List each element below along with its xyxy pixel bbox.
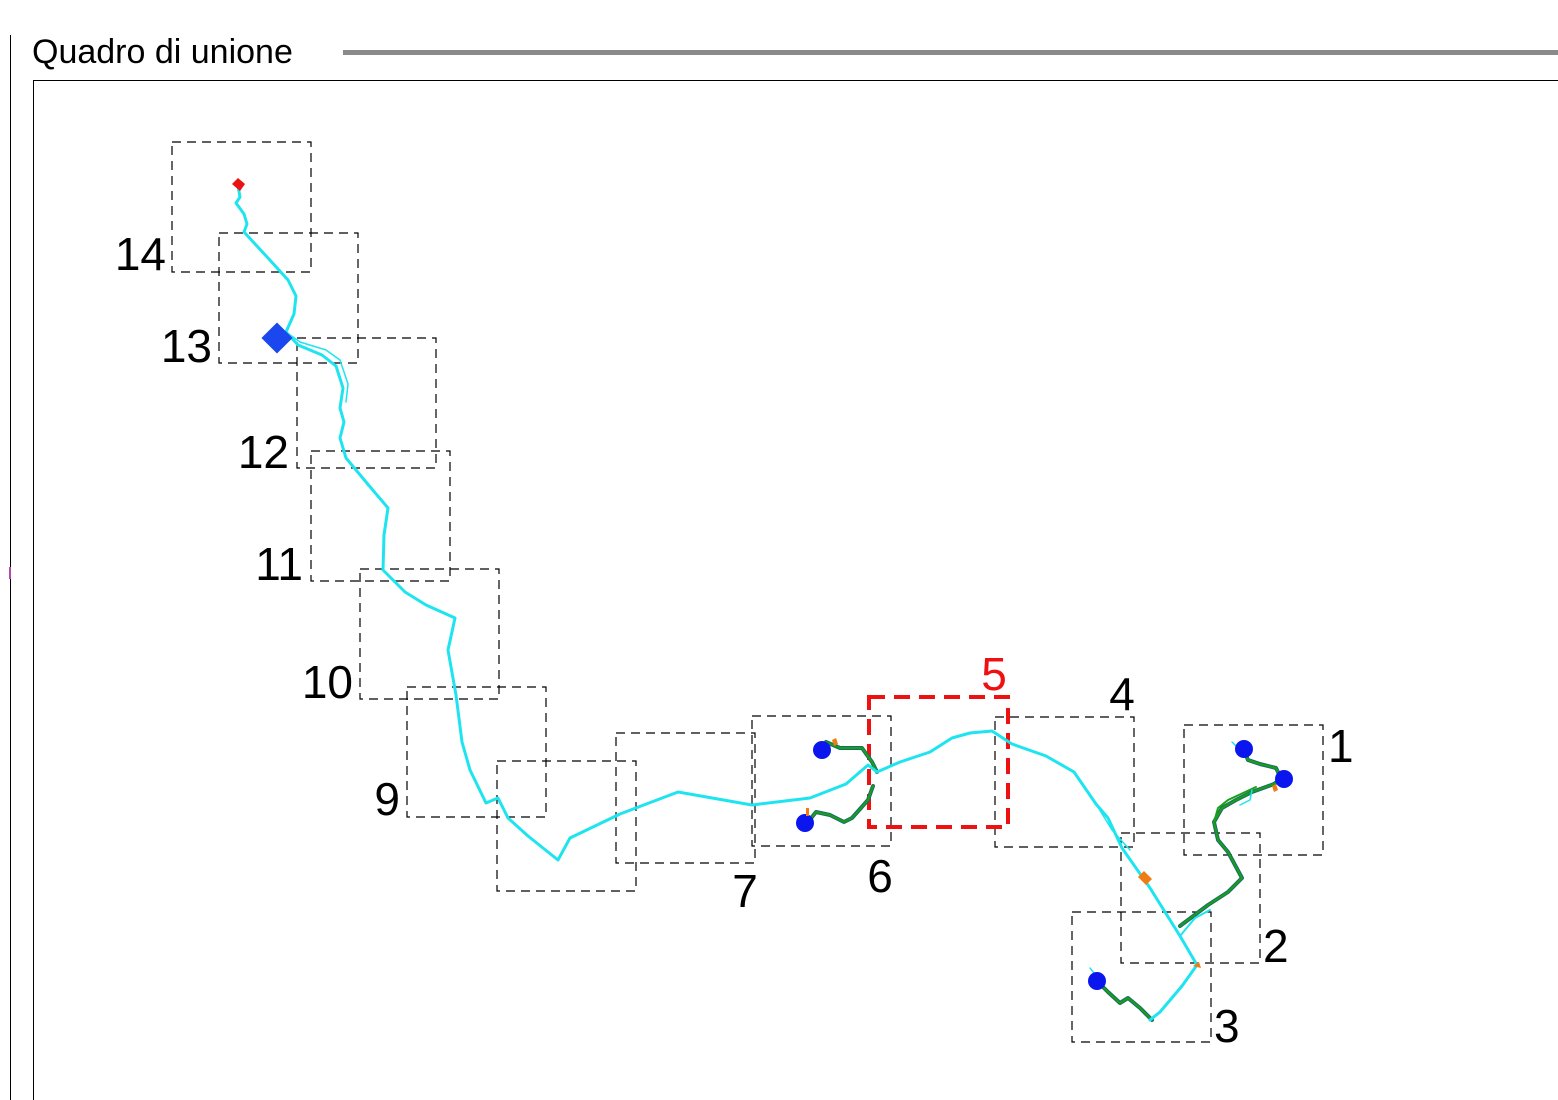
sheet-label-3: 3	[1214, 1000, 1240, 1052]
endpoint-dot-marker-1[interactable]	[1235, 740, 1253, 758]
feature-marker-sheet-1	[1272, 784, 1278, 792]
sheet-frame-7[interactable]	[615, 732, 756, 864]
sheet-frame-12[interactable]	[296, 337, 437, 469]
branch-line-sheet-1	[1213, 786, 1257, 823]
sheet-frame-6[interactable]	[751, 715, 892, 847]
sheet-label-11: 11	[255, 538, 303, 590]
left-border-mark	[9, 567, 11, 579]
sheet-frame-4[interactable]	[994, 716, 1135, 848]
feature-marker-sheet-7	[806, 808, 809, 816]
branch-line-sheet-7	[807, 785, 874, 823]
feature-marker-sheet-3	[1193, 962, 1201, 968]
sheet-frame-11[interactable]	[310, 450, 451, 582]
map-frame	[33, 80, 1558, 1100]
route-layer	[234, 184, 1284, 1022]
sheet-frame-10[interactable]	[359, 568, 500, 700]
sheet-frame-unlabeled[interactable]	[496, 760, 637, 892]
sheet-frame-3[interactable]	[1071, 911, 1212, 1043]
sheet-label-4: 4	[1109, 668, 1135, 720]
sheet-label-5: 5	[981, 648, 1007, 700]
endpoint-dot-marker-5[interactable]	[1088, 972, 1106, 990]
sheet-label-7: 7	[732, 865, 758, 917]
sheet-label-1: 1	[1328, 720, 1354, 772]
sheet-label-9: 9	[374, 773, 400, 825]
endpoint-dot-marker-2[interactable]	[1275, 770, 1293, 788]
sheet-label-13: 13	[161, 320, 212, 372]
sheet-label-2: 2	[1263, 920, 1289, 972]
sheet-label-6: 6	[867, 850, 893, 902]
branch-line-sheet-2-dark	[1178, 776, 1284, 928]
sheet-frame-14[interactable]	[171, 141, 312, 273]
sheet-label-10: 10	[302, 656, 353, 708]
branch-line-sheet-2	[1179, 777, 1283, 927]
sheet-frame-5[interactable]	[867, 695, 1010, 829]
feature-marker-sheet-6	[832, 738, 838, 746]
sheet-label-12: 12	[238, 426, 289, 478]
sheet-frame-2[interactable]	[1120, 832, 1261, 964]
title-rule	[343, 50, 1558, 55]
start-diamond-marker[interactable]	[261, 322, 293, 354]
main-route-line	[234, 184, 1199, 1022]
route-spur	[1179, 909, 1211, 937]
route-tick-sheet-1b	[1239, 789, 1253, 806]
sheet-frame-9[interactable]	[406, 686, 547, 818]
sheet-grid	[171, 141, 1324, 1043]
endpoint-dot-marker-3[interactable]	[813, 741, 831, 759]
feature-marker-sheet-2	[1138, 871, 1152, 885]
main-route-parallel	[285, 331, 349, 403]
sheet-frame-1[interactable]	[1183, 724, 1324, 856]
endpoint-dot-marker-4[interactable]	[796, 814, 814, 832]
markers-layer	[232, 178, 1293, 990]
route-parallel-lower	[1095, 803, 1131, 851]
branch-line-sheet-3	[1097, 981, 1153, 1021]
end-pin-marker[interactable]	[232, 178, 245, 191]
page-title: Quadro di unione	[32, 33, 293, 71]
sheet-frame-13[interactable]	[218, 232, 359, 364]
sheet-label-14: 14	[115, 228, 166, 280]
